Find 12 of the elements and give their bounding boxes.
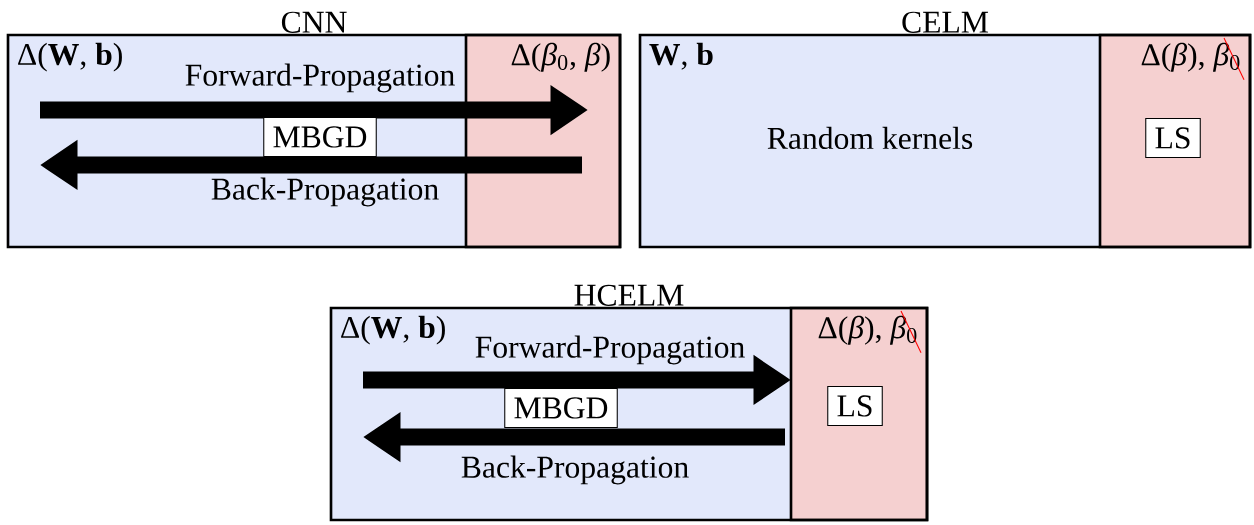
edge-label: Forward-Propagation xyxy=(475,335,745,365)
node-label: CNN xyxy=(281,11,347,33)
edge-label: Back-Propagation xyxy=(211,177,439,207)
node-label: CELM xyxy=(902,11,989,33)
method-box: MBGD xyxy=(263,117,377,157)
edge-label: Forward-Propagation xyxy=(185,63,455,93)
region-background: W, b Random kernels xyxy=(640,35,1100,247)
method-box: LS xyxy=(1145,118,1201,158)
node-label: HCELM xyxy=(574,284,684,306)
edge-label: Back-Propagation xyxy=(461,455,689,485)
method-box: LS xyxy=(827,386,883,426)
method-box: MBGD xyxy=(504,388,618,428)
